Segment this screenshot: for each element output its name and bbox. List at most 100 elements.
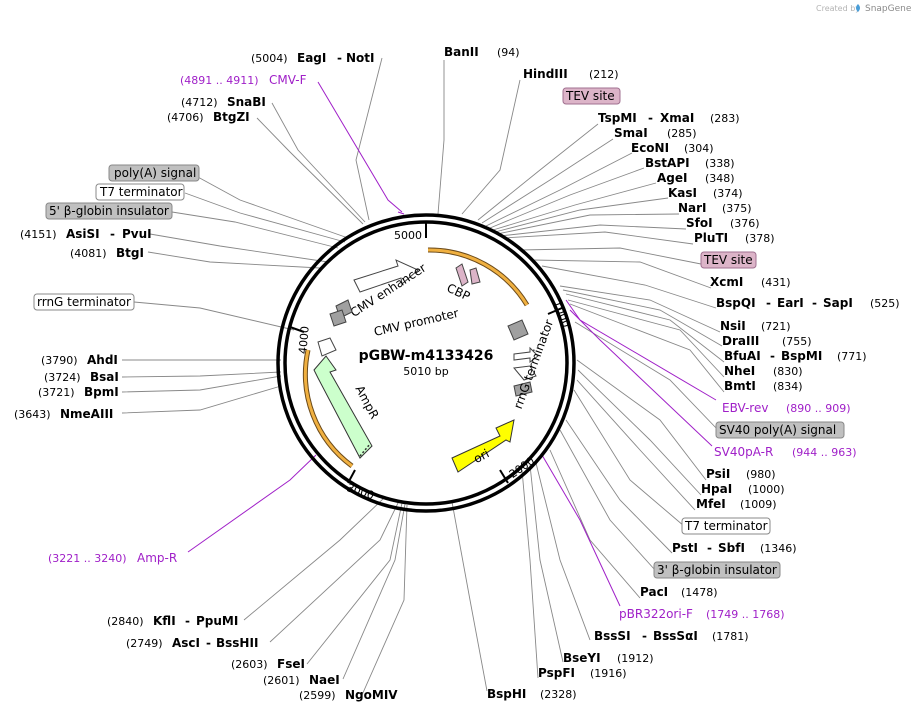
box-3-globin: [653, 561, 781, 579]
svg-text:-: -: [812, 296, 817, 310]
box-5-globin: [45, 202, 173, 220]
svg-text:EBV-rev: EBV-rev: [722, 401, 768, 415]
svg-text:PsiI: PsiI: [706, 467, 730, 481]
svg-text:BfuAI: BfuAI: [724, 349, 761, 363]
svg-text:BseYI: BseYI: [563, 651, 601, 665]
svg-text:-: -: [206, 636, 211, 650]
svg-text:(212): (212): [589, 68, 619, 81]
svg-text:(980): (980): [746, 468, 776, 481]
svg-text:(378): (378): [745, 232, 775, 245]
svg-text:T7 terminator: T7 terminator: [99, 185, 183, 199]
svg-text:-: -: [766, 296, 771, 310]
svg-text:T7 terminator: T7 terminator: [684, 519, 768, 533]
primer-range: (4891 .. 4911): [180, 74, 259, 87]
svg-text:KasI: KasI: [668, 186, 697, 200]
svg-text:(525): (525): [870, 297, 900, 310]
globin-feature-right: [513, 381, 533, 397]
svg-text:(1000): (1000): [748, 483, 785, 496]
orange-arcs-inner: [303, 248, 529, 468]
svg-text:SnaBI: SnaBI: [227, 95, 266, 109]
svg-text:(3643): (3643): [14, 408, 51, 421]
svg-text:NmeAIII: NmeAIII: [60, 407, 113, 421]
svg-text:BssHII: BssHII: [216, 636, 258, 650]
svg-text:-: -: [110, 227, 115, 241]
svg-text:(1478): (1478): [681, 586, 718, 599]
svg-text:BanII: BanII: [444, 45, 479, 59]
svg-text:-: -: [337, 51, 342, 65]
svg-text:-: -: [642, 629, 647, 643]
svg-text:BspMI: BspMI: [781, 349, 822, 363]
svg-text:NheI: NheI: [724, 364, 755, 378]
svg-text:(283): (283): [710, 112, 740, 125]
svg-text:BstAPI: BstAPI: [645, 156, 690, 170]
svg-text:(1749 .. 1768): (1749 .. 1768): [706, 608, 785, 621]
left-site-labels: (5004) EagI - NotI (4891 .. 4911) CMV-F …: [14, 51, 398, 702]
svg-text:(755): (755): [782, 335, 812, 348]
svg-text:NsiI: NsiI: [720, 319, 746, 333]
svg-text:(1912): (1912): [617, 652, 654, 665]
svg-text:-: -: [707, 541, 712, 555]
tick-marks: [289, 222, 563, 484]
svg-text:BtgI: BtgI: [116, 246, 144, 260]
t7-arrow-right: [513, 346, 539, 363]
svg-text:HindIII: HindIII: [523, 67, 568, 81]
svg-text:(348): (348): [705, 172, 735, 185]
svg-text:pBR322ori-F: pBR322ori-F: [619, 607, 693, 621]
ampr-feature: [313, 355, 373, 459]
svg-text:KflI: KflI: [153, 614, 176, 628]
svg-text:(4706): (4706): [167, 111, 204, 124]
svg-text:(3790): (3790): [41, 354, 78, 367]
box-sv40: [715, 421, 845, 439]
svg-text:XcmI: XcmI: [710, 275, 743, 289]
svg-text:SV40 poly(A) signal: SV40 poly(A) signal: [719, 423, 836, 437]
box-tev-top: [562, 87, 621, 105]
tick-5000: 5000: [394, 229, 422, 242]
svg-text:SfoI: SfoI: [686, 216, 713, 230]
box-polya: [108, 164, 200, 182]
box-t7-left: [95, 183, 185, 201]
svg-text:TspMI: TspMI: [598, 111, 637, 125]
svg-text:MfeI: MfeI: [696, 497, 726, 511]
box-rrng: [33, 293, 135, 311]
svg-text:(94): (94): [497, 46, 520, 59]
svg-text:NaeI: NaeI: [309, 673, 340, 687]
svg-text:EcoNI: EcoNI: [631, 141, 669, 155]
ampr-label: AmpR: [352, 383, 381, 421]
svg-text:NgoMIV: NgoMIV: [345, 688, 398, 702]
svg-text:(771): (771): [837, 350, 867, 363]
svg-text:PpuMI: PpuMI: [196, 614, 238, 628]
leader-lines: [121, 57, 725, 696]
svg-text:(374): (374): [713, 187, 743, 200]
svg-text:AscI: AscI: [172, 636, 200, 650]
site-name: NotI: [346, 51, 375, 65]
plasmid-length: 5010 bp: [403, 365, 448, 378]
svg-text:(431): (431): [761, 276, 791, 289]
svg-text:Amp-R: Amp-R: [137, 551, 177, 565]
svg-text:NarI: NarI: [678, 201, 707, 215]
svg-text:BmtI: BmtI: [724, 379, 756, 393]
svg-text:(944 .. 963): (944 .. 963): [792, 446, 857, 459]
cmv-enhancer-feature: [353, 259, 419, 293]
box-tev-right: [700, 251, 757, 269]
svg-text:(2749): (2749): [126, 637, 163, 650]
svg-text:-: -: [648, 111, 653, 125]
svg-text:(830): (830): [773, 365, 803, 378]
cbp-feature-a: [455, 263, 469, 287]
svg-text:SapI: SapI: [823, 296, 853, 310]
svg-text:(3724): (3724): [44, 371, 81, 384]
svg-text:TEV site: TEV site: [565, 89, 615, 103]
svg-text:(4081): (4081): [70, 247, 107, 260]
right-site-labels: BanII (94) HindIII (212) TspMI - XmaI (2…: [444, 45, 900, 701]
svg-text:(3721): (3721): [38, 386, 75, 399]
plasmid-name: pGBW-m4133426: [359, 348, 494, 364]
svg-text:PacI: PacI: [640, 585, 668, 599]
tick-3000: 3000: [345, 481, 376, 502]
svg-text:poly(A) signal: poly(A) signal: [114, 166, 196, 180]
svg-text:(4151): (4151): [20, 228, 57, 241]
cbp-feature-b: [469, 267, 481, 285]
svg-text:BspQI: BspQI: [716, 296, 756, 310]
svg-text:FseI: FseI: [277, 657, 305, 671]
svg-text:BssSαI: BssSαI: [653, 629, 698, 643]
svg-text:(4712): (4712): [181, 96, 218, 109]
svg-text:(2328): (2328): [540, 688, 577, 701]
